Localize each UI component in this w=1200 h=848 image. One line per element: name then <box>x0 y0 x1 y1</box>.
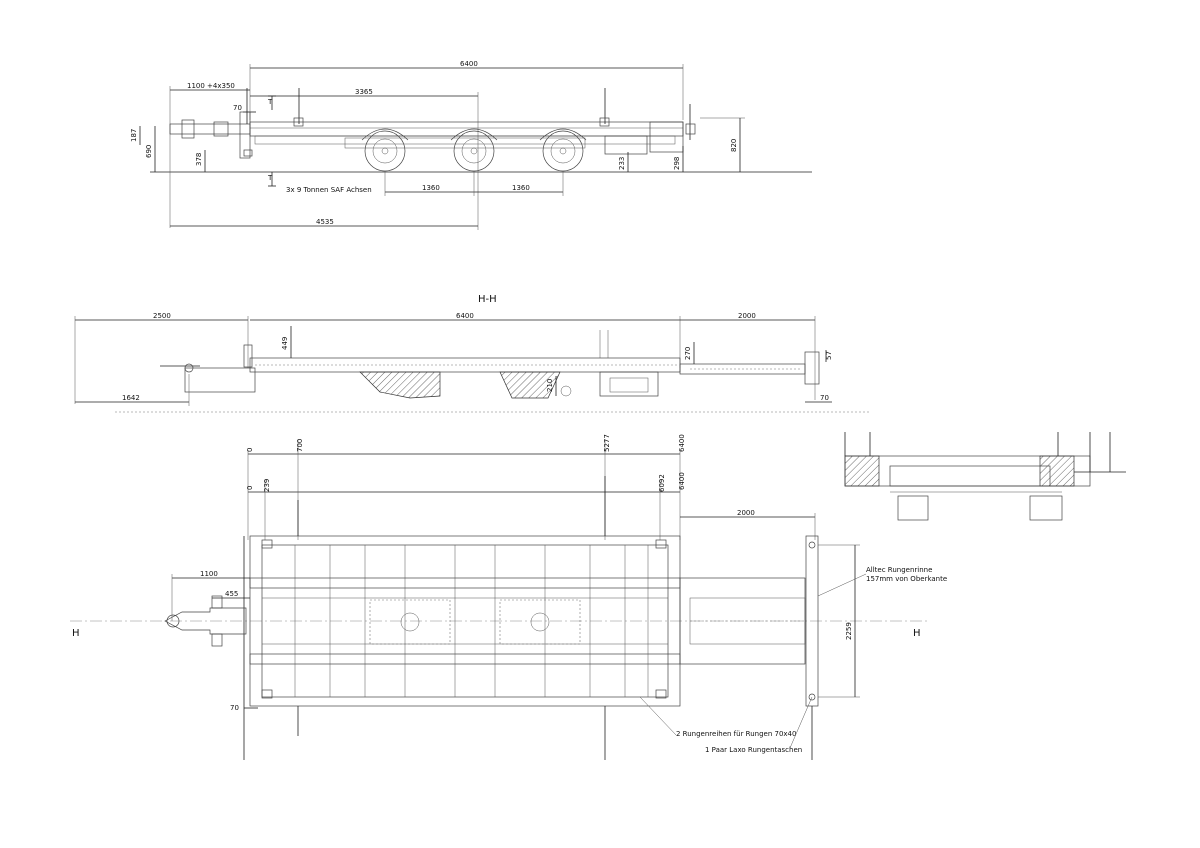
dim-5277: 5277 <box>603 434 611 452</box>
section-mark-bottom: T <box>267 174 273 182</box>
dim-270: 270 <box>684 347 692 360</box>
dim-rear: 2000 <box>738 312 756 320</box>
section-mark-left: H <box>72 628 80 639</box>
cross-members <box>294 545 649 697</box>
dim-6400b: 6400 <box>678 472 686 490</box>
axle-3 <box>539 128 587 172</box>
dim-6400a: 6400 <box>678 434 686 452</box>
dim-drawbar: 1100 +4x350 <box>187 82 235 90</box>
axle-label: 3x 9 Tonnen SAF Achsen <box>286 186 372 194</box>
note-rungenrinne-1: Alltec Rungenrinne <box>866 566 932 574</box>
dim-spacing-2: 1360 <box>512 184 530 192</box>
end-view <box>844 432 1126 521</box>
dim-820: 820 <box>730 139 738 152</box>
note-rungentaschen: 1 Paar Laxo Rungentaschen <box>705 746 802 754</box>
top-view: H H 0 0 700 239 5277 6400 6400 6092 2000 <box>70 434 947 760</box>
dim-6092: 6092 <box>658 474 666 492</box>
dim-233: 233 <box>618 157 626 170</box>
section-title: H-H <box>478 294 497 305</box>
dim-298: 298 <box>673 157 681 170</box>
dim-210: 210 <box>546 379 554 392</box>
dim-378: 378 <box>195 153 203 166</box>
dim-rear: 2000 <box>737 509 755 517</box>
dim-700: 700 <box>296 439 304 452</box>
dim-2259: 2259 <box>845 622 853 640</box>
chassis-frame <box>249 121 684 137</box>
dim-690: 690 <box>145 145 153 158</box>
dim-1100: 1100 <box>200 570 218 578</box>
section-mark-top: T <box>267 98 273 106</box>
dim-70: 70 <box>233 104 242 112</box>
section-mark-right: H <box>913 628 921 639</box>
dim-455: 455 <box>225 590 238 598</box>
side-view: 6400 1100 +4x350 70 3365 T T 187 690 378 <box>130 60 812 230</box>
axle-2 <box>450 128 498 172</box>
dim-0a: 0 <box>246 448 254 452</box>
dim-239: 239 <box>263 479 271 492</box>
dim-70: 70 <box>820 394 829 402</box>
drawbar-top <box>164 607 247 635</box>
dim-57: 57 <box>825 351 833 360</box>
dim-overall: 6400 <box>456 312 474 320</box>
dim-spacing-1: 1360 <box>422 184 440 192</box>
dim-0b: 0 <box>246 486 254 490</box>
dim-449: 449 <box>281 337 289 350</box>
axle-1 <box>361 128 409 172</box>
dim-overall: 6400 <box>460 60 478 68</box>
dim-70: 70 <box>230 704 239 712</box>
dim-3365: 3365 <box>355 88 373 96</box>
dim-front: 2500 <box>153 312 171 320</box>
dim-187: 187 <box>130 129 138 142</box>
dim-4535: 4535 <box>316 218 334 226</box>
note-rungenrinne-2: 157mm von Oberkante <box>866 575 947 583</box>
note-rungenreihen: 2 Rungenreihen für Rungen 70x40 <box>676 730 796 738</box>
section-view: H-H 2500 6400 2000 449 270 <box>74 294 870 413</box>
dim-1642: 1642 <box>122 394 140 402</box>
